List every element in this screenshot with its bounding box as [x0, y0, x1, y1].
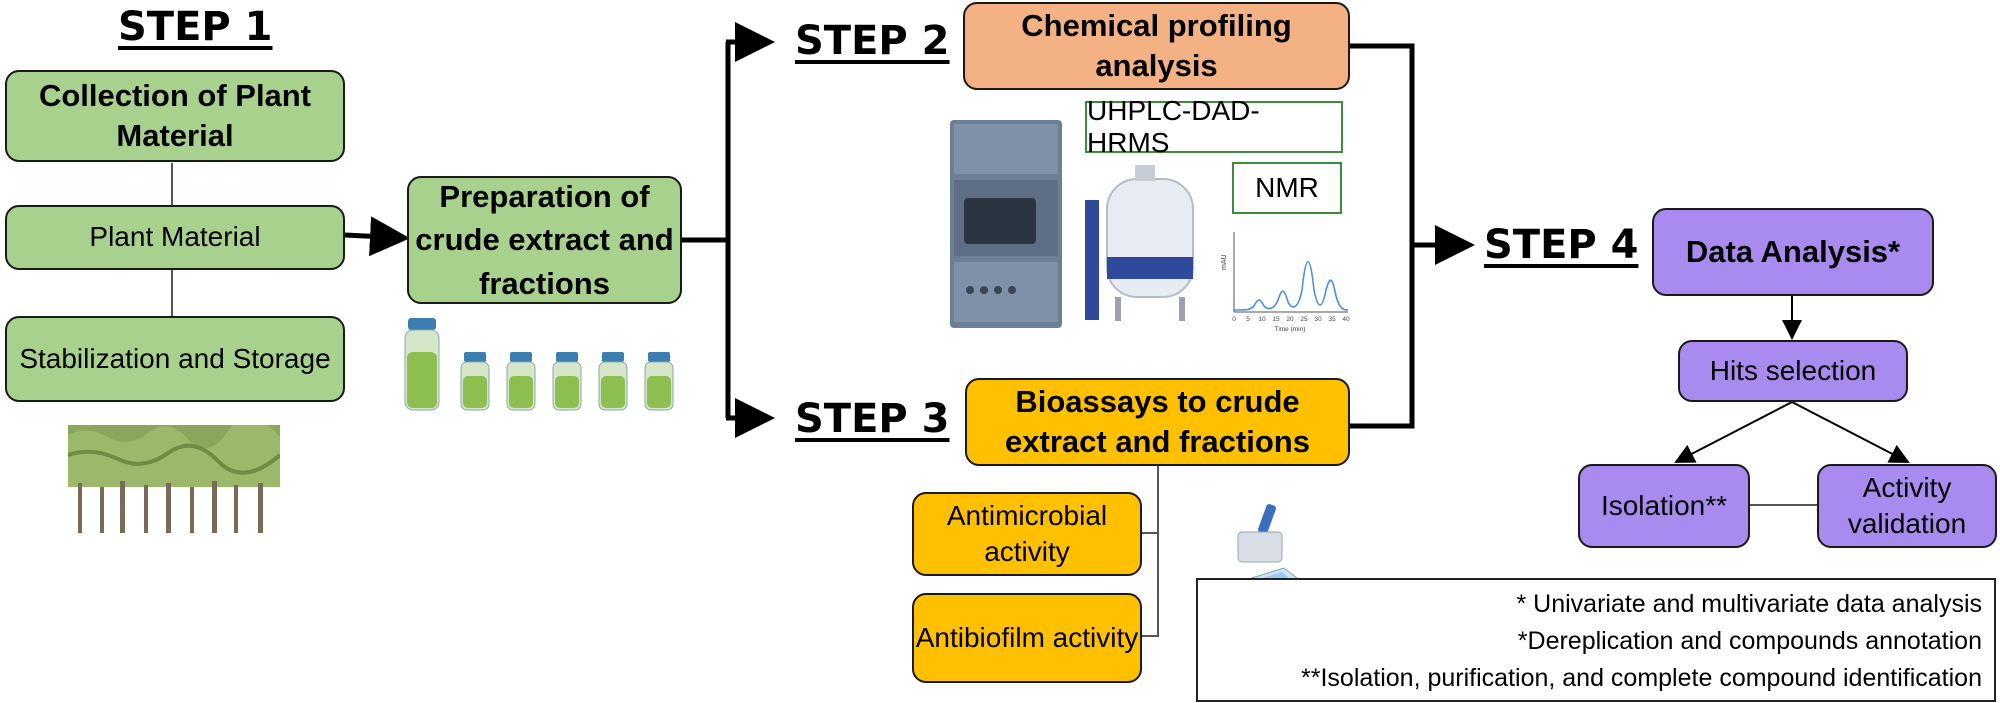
- isolation-box: Isolation**: [1578, 464, 1750, 548]
- hits-selection-box: Hits selection: [1678, 340, 1908, 402]
- stabilization-box: Stabilization and Storage: [5, 316, 345, 402]
- step1-heading: STEP 1: [118, 4, 273, 50]
- preparation-box: Preparation of crude extract and fractio…: [407, 176, 682, 304]
- vials-icon: [404, 318, 674, 411]
- chemical-profiling-box: Chemical profiling analysis: [963, 2, 1350, 90]
- antimicrobial-box: Antimicrobial activity: [912, 492, 1142, 576]
- arrow-to-preparation: [344, 216, 410, 257]
- nmr-instrument-icon: [1085, 165, 1194, 321]
- connector-merge: [1350, 43, 1415, 429]
- step2-heading: STEP 2: [795, 18, 950, 64]
- data-analysis-box: Data Analysis*: [1652, 208, 1934, 296]
- activity-validation-box: Activity validation: [1817, 464, 1997, 548]
- uhplc-label: UHPLC-DAD-HRMS: [1085, 95, 1343, 158]
- nmr-label: NMR: [1232, 162, 1342, 214]
- connector-bioassays-sub: [1142, 466, 1159, 637]
- collection-box: Collection of Plant Material: [5, 70, 345, 162]
- step3-heading: STEP 3: [795, 396, 950, 442]
- arrow-to-isolation: [1674, 401, 1793, 463]
- chromatogram-y-label: mAU: [1221, 254, 1228, 270]
- footnote-line: * Univariate and multivariate data analy…: [1516, 590, 1982, 618]
- antibiofilm-box: Antibiofilm activity: [912, 593, 1142, 683]
- forest-icon: [68, 425, 280, 533]
- plant-material-box: Plant Material: [5, 205, 345, 270]
- chromatogram-tick: 25: [1300, 316, 1308, 323]
- step4-heading: STEP 4: [1484, 222, 1639, 268]
- arrow-to-validation: [1791, 401, 1910, 463]
- chromatogram-plot: mAU 0 5 10 15 20 25 30 35 40 Time (min): [1221, 232, 1350, 333]
- chromatogram-tick: 0: [1232, 316, 1236, 323]
- uhplc-instrument-icon: [950, 120, 1062, 328]
- chromatogram-tick: 15: [1272, 316, 1280, 323]
- footnote-line: **Isolation, purification, and complete …: [1301, 664, 1982, 692]
- chromatogram-tick: 5: [1246, 316, 1250, 323]
- chromatogram-tick: 20: [1286, 316, 1294, 323]
- footnote-line: *Dereplication and compounds annotation: [1517, 627, 1982, 655]
- footnotes-box: * Univariate and multivariate data analy…: [1196, 578, 1996, 702]
- chromatogram-tick: 40: [1342, 316, 1350, 323]
- chromatogram-tick: 35: [1328, 316, 1336, 323]
- chromatogram-tick: 30: [1314, 316, 1322, 323]
- bioassays-box: Bioassays to crude extract and fractions: [965, 378, 1350, 466]
- chromatogram-x-label: Time (min): [1275, 326, 1306, 333]
- chromatogram-tick: 10: [1258, 316, 1266, 323]
